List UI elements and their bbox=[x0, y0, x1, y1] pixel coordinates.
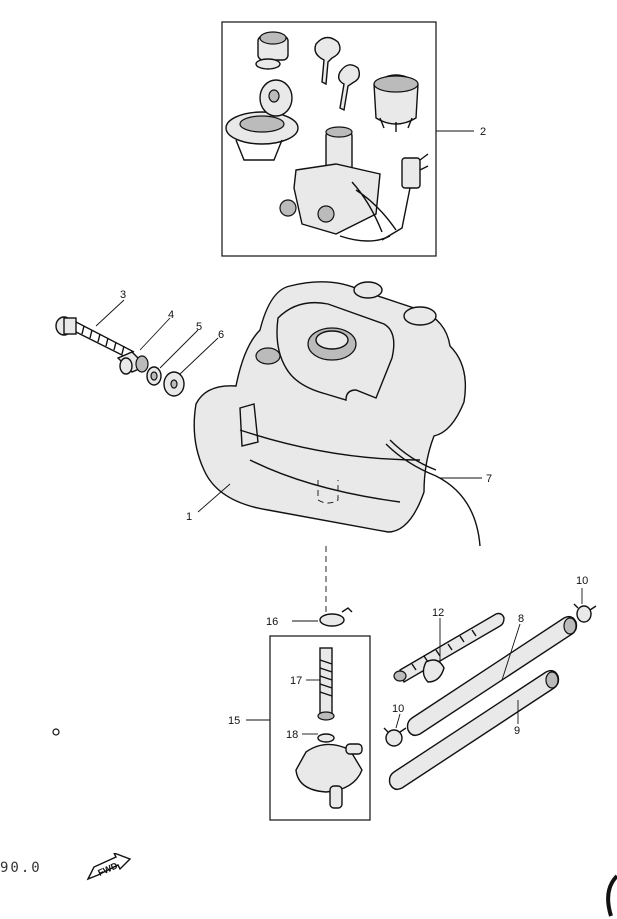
plate-washer bbox=[163, 371, 185, 397]
tank-top-seam bbox=[276, 301, 395, 401]
mounting-bolt bbox=[55, 316, 135, 359]
lock-set-frame bbox=[221, 21, 437, 257]
fuel-tank bbox=[193, 281, 467, 533]
fuel-cock-frame bbox=[269, 635, 371, 821]
leader-4 bbox=[139, 317, 171, 351]
frame-code: 90.0 bbox=[0, 860, 42, 876]
tank-body bbox=[193, 281, 467, 533]
callout-8: 8 bbox=[518, 613, 524, 625]
leader-8 bbox=[501, 623, 521, 681]
fwd-label: FWD bbox=[96, 860, 119, 878]
callout-10b: 10 bbox=[392, 703, 404, 715]
callout-3: 3 bbox=[120, 289, 126, 301]
fuel-cock bbox=[295, 647, 363, 809]
keys bbox=[314, 36, 361, 112]
seat-lock-cylinder bbox=[255, 31, 289, 70]
callout-6: 6 bbox=[218, 329, 224, 341]
lock-set-group bbox=[221, 21, 437, 257]
stray-dot bbox=[52, 728, 60, 736]
callout-10a: 10 bbox=[576, 575, 588, 587]
callout-18: 18 bbox=[286, 729, 298, 741]
leader-3 bbox=[95, 299, 125, 327]
callout-7: 7 bbox=[486, 473, 492, 485]
leader-1 bbox=[197, 483, 231, 513]
callout-17: 17 bbox=[290, 675, 302, 687]
fuel-hose-9 bbox=[388, 669, 560, 791]
leader-6 bbox=[179, 337, 219, 375]
callout-1: 1 bbox=[186, 511, 192, 523]
callout-12: 12 bbox=[432, 607, 444, 619]
callout-5: 5 bbox=[196, 321, 202, 333]
hose-clip-16 bbox=[319, 607, 353, 627]
page-edge-mark bbox=[606, 874, 617, 917]
collar bbox=[116, 351, 149, 375]
breather-hose bbox=[385, 443, 481, 547]
fuel-cock-group bbox=[269, 635, 371, 821]
hose-clip-10a bbox=[573, 603, 597, 623]
callout-2: 2 bbox=[480, 126, 486, 138]
callout-15: 15 bbox=[228, 715, 240, 727]
tank-breather-port bbox=[255, 347, 281, 365]
ignition-switch bbox=[279, 126, 397, 242]
hose-holder-12 bbox=[393, 612, 505, 684]
fuel-cap bbox=[225, 79, 299, 161]
callout-16: 16 bbox=[266, 616, 278, 628]
hose-clip-10b bbox=[383, 727, 407, 747]
damper-washer bbox=[146, 366, 162, 386]
fuel-hose-8 bbox=[406, 615, 578, 737]
fwd-arrow-icon: FWD bbox=[86, 853, 132, 881]
switch-connector bbox=[381, 153, 429, 241]
callout-4: 4 bbox=[168, 309, 174, 321]
leader-10b bbox=[395, 713, 401, 729]
leader-5 bbox=[159, 329, 199, 369]
callout-9: 9 bbox=[514, 725, 520, 737]
cap-cover-ring bbox=[373, 74, 419, 132]
